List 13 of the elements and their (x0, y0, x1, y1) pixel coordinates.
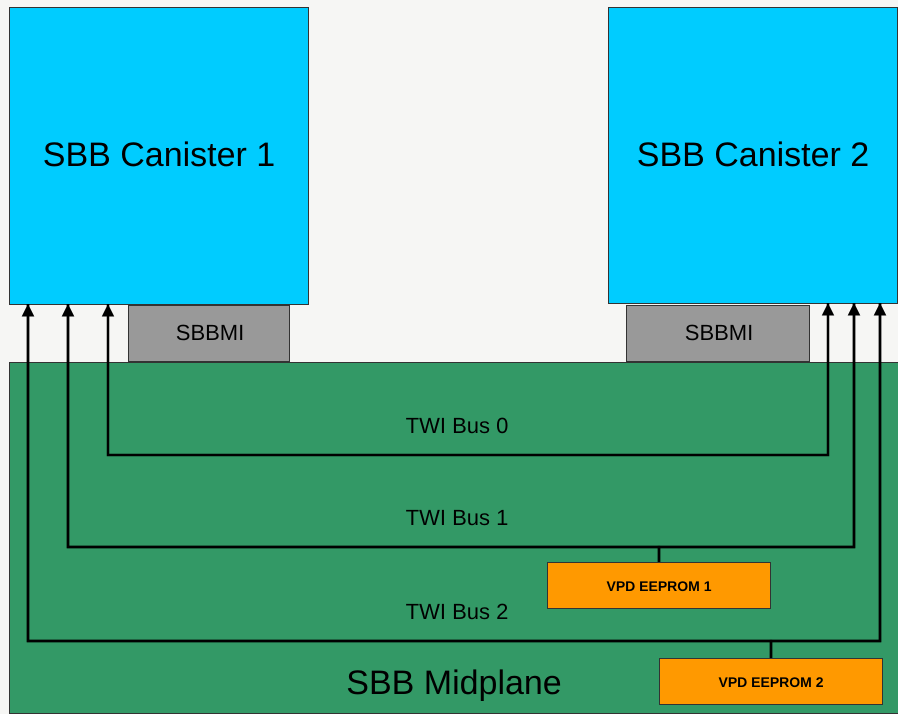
board-label: SBB Midplane (346, 664, 562, 703)
bus-line (770, 303, 886, 658)
chip-box: VPD EEPROM 2 (659, 658, 883, 705)
module-box: SBB Canister 2 (608, 7, 898, 304)
module-box: SBB Canister 1 (9, 7, 309, 305)
bus-line (102, 303, 834, 456)
connector-block (626, 305, 810, 362)
bus-line (658, 303, 860, 562)
connector-label: SBBMI (684, 320, 754, 346)
chip-box: VPD EEPROM 1 (547, 562, 771, 609)
board-panel (9, 362, 898, 714)
connector-block (128, 305, 290, 362)
connector-label: SBBMI (176, 320, 244, 346)
